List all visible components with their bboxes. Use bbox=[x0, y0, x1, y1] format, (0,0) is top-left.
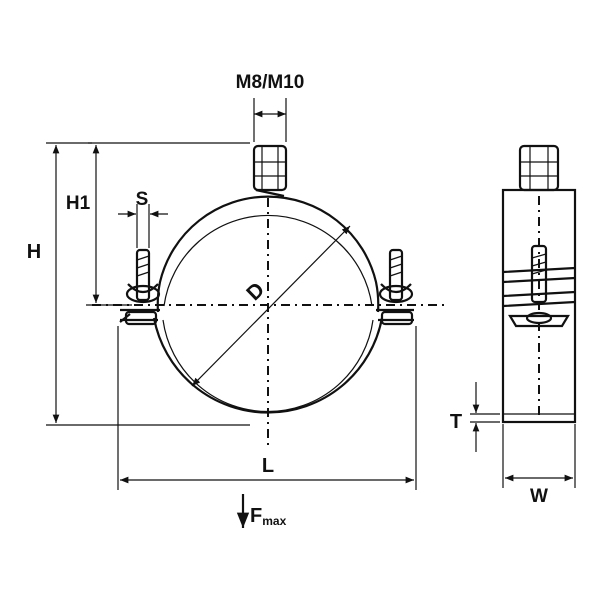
s-label: S bbox=[136, 189, 149, 210]
thread-label: M8/M10 bbox=[236, 72, 305, 93]
t-label: T bbox=[450, 411, 462, 433]
clamp-band-upper-outer bbox=[156, 195, 380, 313]
fmax-label: Fmax bbox=[250, 505, 287, 528]
front-view bbox=[46, 98, 448, 528]
diameter-dimension-line bbox=[191, 225, 351, 387]
h-label: H bbox=[27, 241, 41, 263]
clamp-band-lower-outer bbox=[152, 317, 384, 414]
side-hex-nut bbox=[518, 144, 560, 192]
right-ear bbox=[376, 308, 414, 322]
l-label: L bbox=[262, 455, 274, 477]
right-screw bbox=[378, 248, 414, 326]
h1-label: H1 bbox=[66, 193, 91, 214]
side-view bbox=[470, 144, 577, 488]
left-screw bbox=[119, 248, 161, 326]
fmax-label-main: F bbox=[250, 505, 262, 527]
clamp-band-lower-inner bbox=[162, 319, 374, 413]
top-hex-nut bbox=[252, 144, 288, 198]
fmax-label-sub: max bbox=[262, 514, 286, 528]
clamp-band-upper-inner bbox=[163, 214, 373, 307]
side-screw-joint bbox=[502, 244, 576, 328]
d-label: D bbox=[242, 278, 269, 305]
w-label: W bbox=[530, 486, 548, 507]
